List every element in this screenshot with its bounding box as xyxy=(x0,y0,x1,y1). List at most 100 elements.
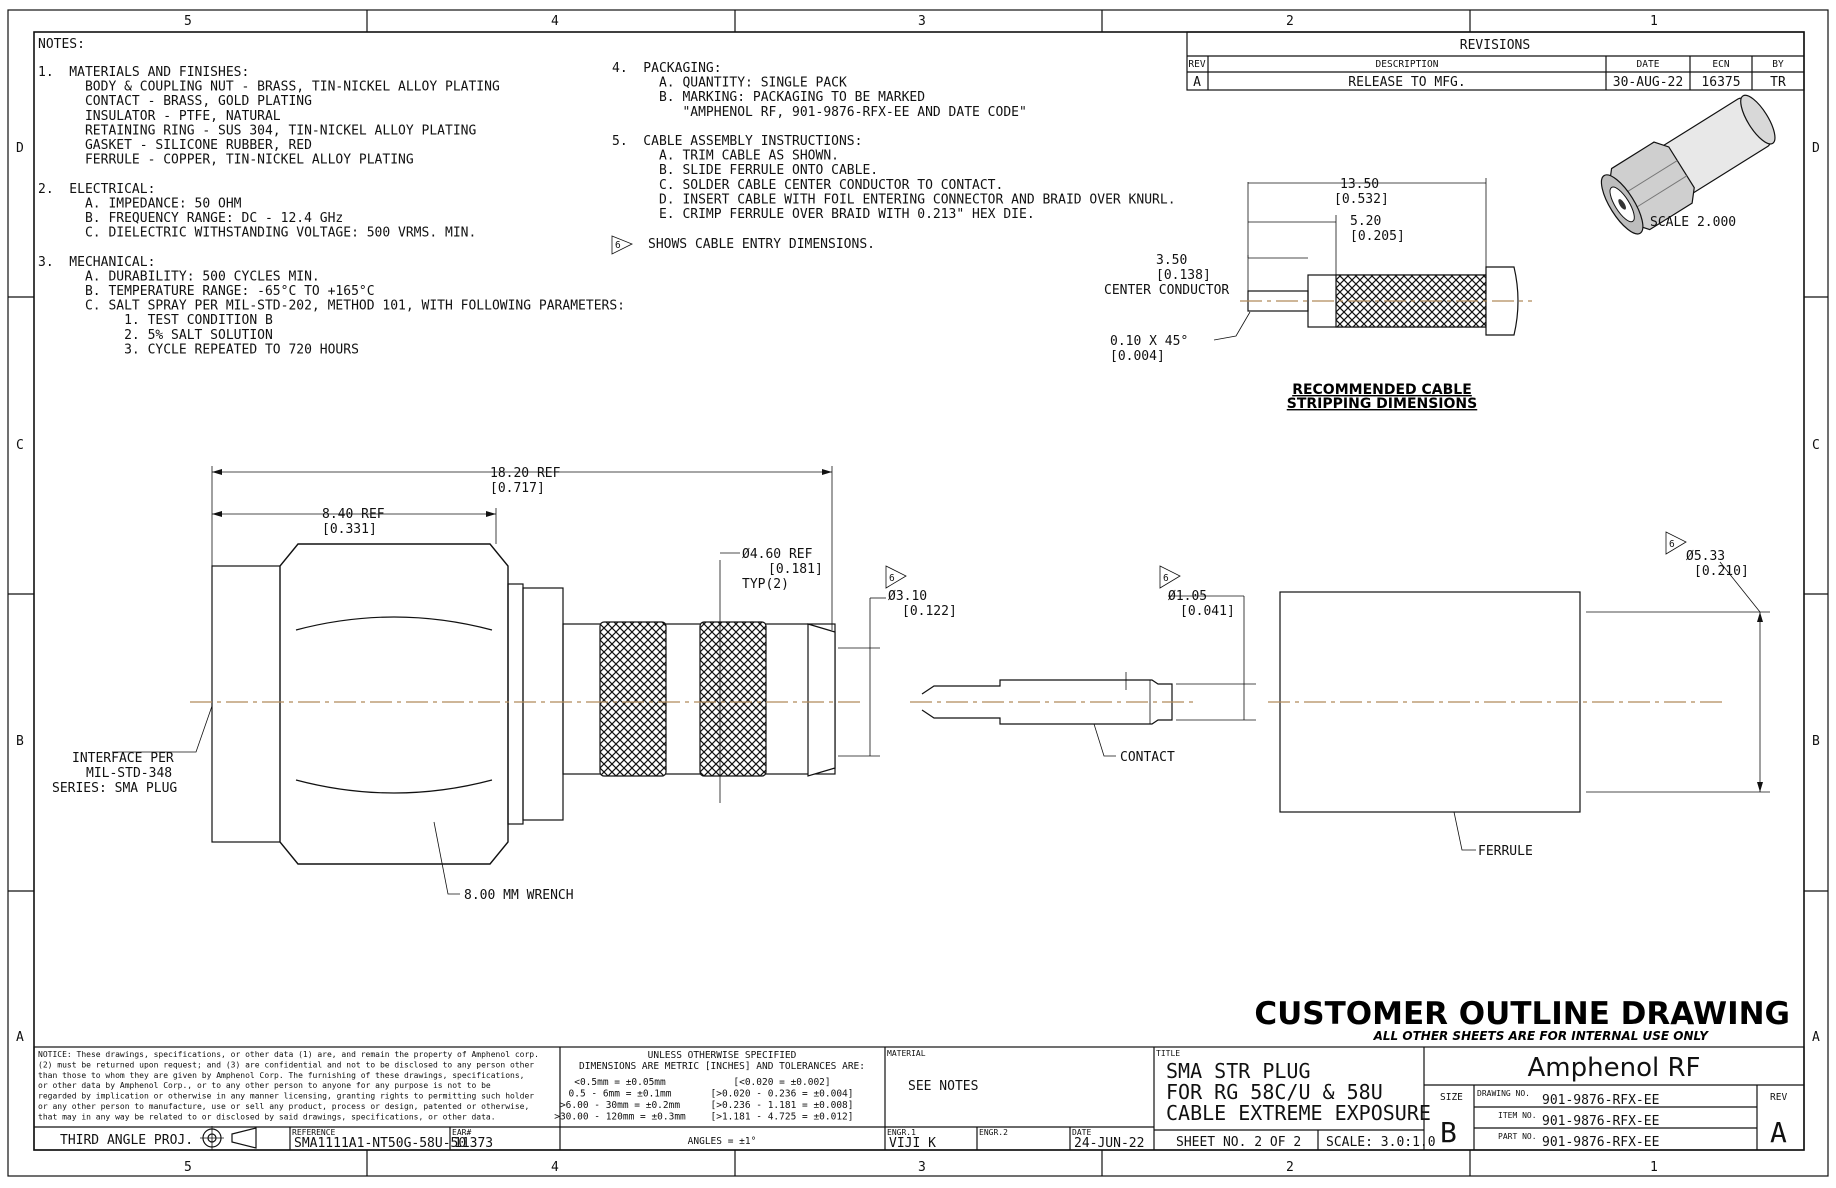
note-line: 4. PACKAGING: xyxy=(612,61,722,76)
tolerance-row: [>0.236 - 1.181 = ±0.008] xyxy=(711,1100,854,1111)
part-no-value: 901-9876-RFX-EE xyxy=(1542,1135,1659,1150)
dim-knurl-typ: TYP(2) xyxy=(742,577,789,592)
note-line: C. SOLDER CABLE CENTER CONDUCTOR TO CONT… xyxy=(612,178,1003,193)
material-label: MATERIAL xyxy=(887,1049,926,1058)
rev-value: A xyxy=(1770,1116,1787,1149)
zone-row-b-right: B xyxy=(1812,734,1820,749)
tolerance-row: >30.00 - 120mm = ±0.3mm xyxy=(554,1112,686,1123)
tolerance-row: [>0.020 - 0.236 = ±0.004] xyxy=(711,1089,854,1100)
strip-dim-braid-in: [0.205] xyxy=(1350,229,1405,244)
zone-col-1-top: 1 xyxy=(1650,14,1658,29)
note-line: B. TEMPERATURE RANGE: -65°C TO +165°C xyxy=(38,284,375,299)
rev-cell-rev: A xyxy=(1193,75,1201,90)
dim-contact-in: [0.041] xyxy=(1180,604,1235,619)
connector-side-view xyxy=(190,543,1725,865)
flag-number: 6 xyxy=(615,240,621,251)
tol-title: UNLESS OTHERWISE SPECIFIED xyxy=(648,1050,797,1061)
zone-col-1-bottom: 1 xyxy=(1650,1160,1658,1175)
sheet-scale: SCALE: 3.0:1.0 xyxy=(1326,1135,1436,1150)
rev-cell-ecn: 16375 xyxy=(1701,75,1740,90)
flag-note: SHOWS CABLE ENTRY DIMENSIONS. xyxy=(648,237,875,252)
reference-label: REFERENCE xyxy=(292,1128,336,1137)
item-no-label: ITEM NO. xyxy=(1498,1111,1537,1120)
tolerance-row: [<0.020 = ±0.002] xyxy=(733,1077,830,1088)
notice-line: that may in any way be related to or dis… xyxy=(38,1112,496,1121)
rev-cell-date: 30-AUG-22 xyxy=(1613,75,1683,90)
dim-contact: Ø1.05 xyxy=(1168,589,1207,604)
rev-cell-by: TR xyxy=(1770,75,1786,90)
note-line: INSULATOR - PTFE, NATURAL xyxy=(38,109,281,124)
dim-knurl-in: [0.181] xyxy=(768,562,823,577)
title-line-1: SMA STR PLUG xyxy=(1166,1059,1311,1083)
strip-dim-total: 13.50 xyxy=(1340,177,1379,192)
zone-row-a-left: A xyxy=(16,1030,24,1045)
dim-overall-ref: 18.20 REF xyxy=(490,466,561,481)
note-line: "AMPHENOL RF, 901-9876-RFX-EE AND DATE C… xyxy=(612,105,1027,120)
contact-label: CONTACT xyxy=(1120,750,1175,765)
note-line: GASKET - SILICONE RUBBER, RED xyxy=(38,138,312,153)
note-line: A. TRIM CABLE AS SHOWN. xyxy=(612,149,839,164)
note-line: 2. ELECTRICAL: xyxy=(38,182,155,197)
note-line: FERRULE - COPPER, TIN-NICKEL ALLOY PLATI… xyxy=(38,153,414,168)
flag-contact-icon xyxy=(1159,565,1181,589)
notes-heading: NOTES: xyxy=(38,37,85,52)
flag-bore-number: 6 xyxy=(889,573,895,584)
flag-triangle-icon xyxy=(611,235,633,255)
revisions-title: REVISIONS xyxy=(1460,38,1530,53)
zone-col-5-top: 5 xyxy=(184,14,192,29)
dim-ferrule: Ø5.33 xyxy=(1686,549,1725,564)
strip-title-1: RECOMMENDED CABLE xyxy=(1292,382,1472,398)
note-line: A. DURABILITY: 500 CYCLES MIN. xyxy=(38,269,320,284)
flag-ferrule-number: 6 xyxy=(1669,539,1675,550)
note-line: RETAINING RING - SUS 304, TIN-NICKEL ALL… xyxy=(38,123,476,138)
notice-line: (2) must be returned upon request; and (… xyxy=(38,1060,534,1069)
notice-line: or any other person to manufacture, use … xyxy=(38,1102,529,1111)
strip-chamfer: 0.10 X 45° xyxy=(1110,334,1188,349)
engr2-label: ENGR.2 xyxy=(979,1128,1008,1137)
notice-line: NOTICE: These drawings, specifications, … xyxy=(38,1050,539,1059)
material-value: SEE NOTES xyxy=(908,1079,978,1094)
ferrule-label: FERRULE xyxy=(1478,844,1533,859)
banner-subtitle: ALL OTHER SHEETS ARE FOR INTERNAL USE ON… xyxy=(1373,1029,1710,1043)
iso-scale-label: SCALE 2.000 xyxy=(1650,215,1736,230)
projection-label: THIRD ANGLE PROJ. xyxy=(60,1133,193,1148)
stripping-view: 13.50 [0.532] 5.20 [0.205] 3.50 [0.138] … xyxy=(1104,177,1532,412)
title-block: NOTICE: These drawings, specifications, … xyxy=(33,1046,1805,1151)
note-line: 1. TEST CONDITION B xyxy=(38,313,273,328)
rev-header-ecn: ECN xyxy=(1712,59,1729,70)
notes-left-column: 1. MATERIALS AND FINISHES: BODY & COUPLI… xyxy=(38,65,625,357)
third-angle-symbol-icon xyxy=(200,1126,257,1150)
dim-hex-ref: 8.40 REF xyxy=(322,507,385,522)
note-line: BODY & COUPLING NUT - BRASS, TIN-NICKEL … xyxy=(38,80,500,95)
note-line: C. SALT SPRAY PER MIL-STD-202, METHOD 10… xyxy=(38,299,625,314)
zone-row-b-left: B xyxy=(16,734,24,749)
zone-row-a-right: A xyxy=(1812,1030,1820,1045)
size-value: B xyxy=(1440,1116,1457,1149)
ear-value: 11373 xyxy=(454,1136,493,1151)
zone-row-c-left: C xyxy=(16,438,24,453)
note-line: B. SLIDE FERRULE ONTO CABLE. xyxy=(612,163,878,178)
tolerance-row: [>1.181 - 4.725 = ±0.012] xyxy=(711,1112,854,1123)
wrench-label: 8.00 MM WRENCH xyxy=(464,888,574,903)
note-line: B. FREQUENCY RANGE: DC - 12.4 GHz xyxy=(38,211,343,226)
engr1-value: VIJI K xyxy=(889,1136,936,1151)
outline-banner: CUSTOMER OUTLINE DRAWING ALL OTHER SHEET… xyxy=(1254,996,1790,1043)
note-line: 3. CYCLE REPEATED TO 720 HOURS xyxy=(38,342,359,357)
zone-col-4-top: 4 xyxy=(551,14,559,29)
note-line: A. IMPEDANCE: 50 OHM xyxy=(38,196,242,211)
zone-row-d-right: D xyxy=(1812,141,1820,156)
main-dimensions: 18.20 REF [0.717] 8.40 REF [0.331] Ø4.60… xyxy=(52,466,1770,903)
rev-header-rev: REV xyxy=(1188,59,1205,70)
strip-chamfer-in: [0.004] xyxy=(1110,349,1165,364)
zone-labels: 5 4 3 2 1 5 4 3 2 1 D C B A D C B A xyxy=(16,14,1820,1175)
dim-knurl: Ø4.60 REF xyxy=(742,547,813,562)
title-line-2: FOR RG 58C/U & 58U xyxy=(1166,1080,1383,1104)
tolerance-row: 0.5 - 6mm = ±0.1mm xyxy=(569,1089,672,1100)
tolerance-row: >6.00 - 30mm = ±0.2mm xyxy=(560,1100,680,1111)
sheet-number: SHEET NO. 2 OF 2 xyxy=(1176,1135,1301,1150)
company-logo: Amphenol RF xyxy=(1528,1053,1701,1083)
rev-header-description: DESCRIPTION xyxy=(1376,59,1439,70)
zone-col-4-bottom: 4 xyxy=(551,1160,559,1175)
strip-title-2: STRIPPING DIMENSIONS xyxy=(1287,396,1477,412)
